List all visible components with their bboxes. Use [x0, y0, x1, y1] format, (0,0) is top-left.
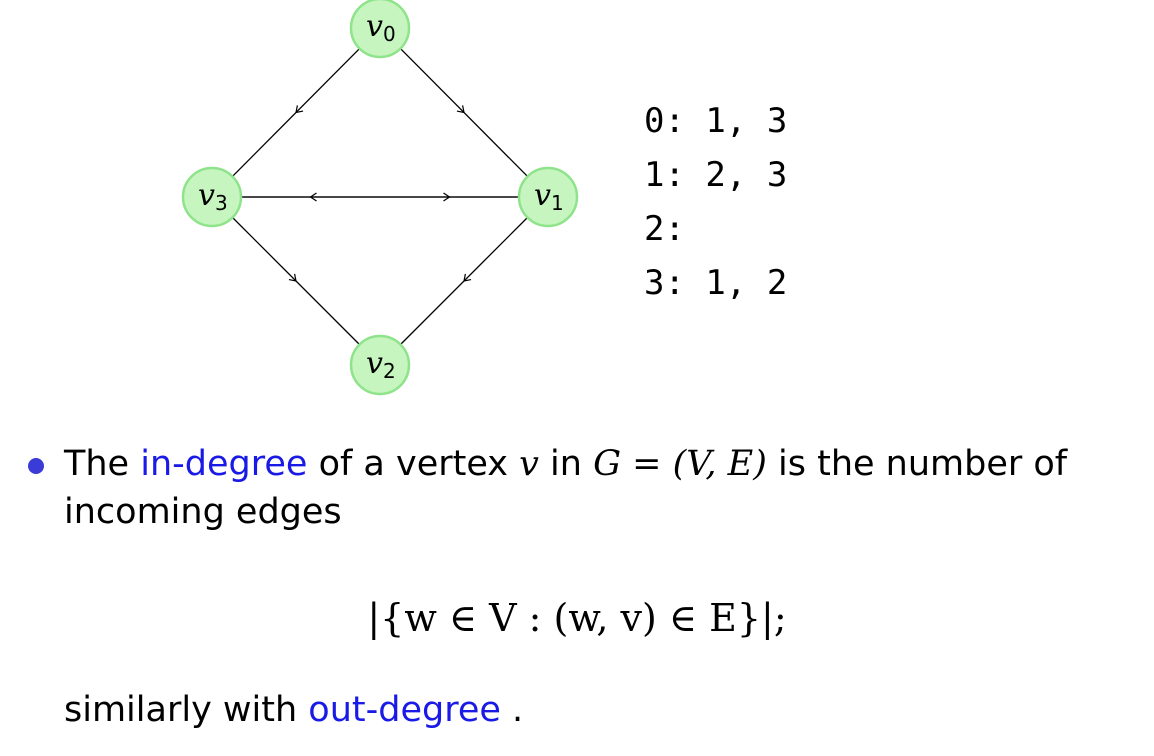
text-segment: .	[500, 690, 524, 730]
text-segment: of a vertex	[307, 444, 520, 484]
bullet-icon	[28, 458, 44, 474]
text-segment: in	[538, 444, 594, 484]
edge-v0-v1	[399, 48, 529, 177]
node-v3: v3	[181, 166, 243, 228]
text-segment: is the number of incoming edges	[64, 444, 1068, 532]
adjacency-row-0: 0: 1, 3	[644, 101, 788, 141]
vertex-variable: v	[519, 444, 539, 484]
node-v0: v0	[349, 0, 411, 59]
closing-sentence: similarly with out-degree .	[64, 690, 523, 730]
node-v1: v1	[517, 166, 579, 228]
text-segment: similarly with	[64, 690, 309, 730]
adjacency-list: 0: 1, 3 1: 2, 3 2: 3: 1, 2	[644, 94, 787, 310]
edge-v0-v3	[231, 48, 361, 177]
edge-v1-v2	[400, 217, 528, 345]
in-degree-formula: |{w ∈ V : (w, v) ∈ E}|;	[367, 596, 787, 640]
node-v2: v2	[349, 334, 411, 396]
out-degree-term: out-degree	[308, 690, 501, 730]
directed-graph: v0 v1 v2 v3	[181, 0, 579, 396]
in-degree-definition: The in-degree of a vertex v in G = (V, E…	[64, 440, 1154, 536]
adjacency-row-1: 1: 2, 3	[644, 155, 788, 195]
bullet-item: The in-degree of a vertex v in G = (V, E…	[20, 440, 1150, 536]
text-segment: The	[64, 444, 141, 484]
in-degree-term: in-degree	[140, 444, 308, 484]
edge-v3-v1	[241, 192, 519, 202]
edge-v3-v2	[232, 217, 360, 345]
adjacency-row-2: 2:	[644, 209, 685, 249]
adjacency-row-3: 3: 1, 2	[644, 263, 788, 303]
graph-expression: G = (V, E)	[593, 444, 767, 484]
